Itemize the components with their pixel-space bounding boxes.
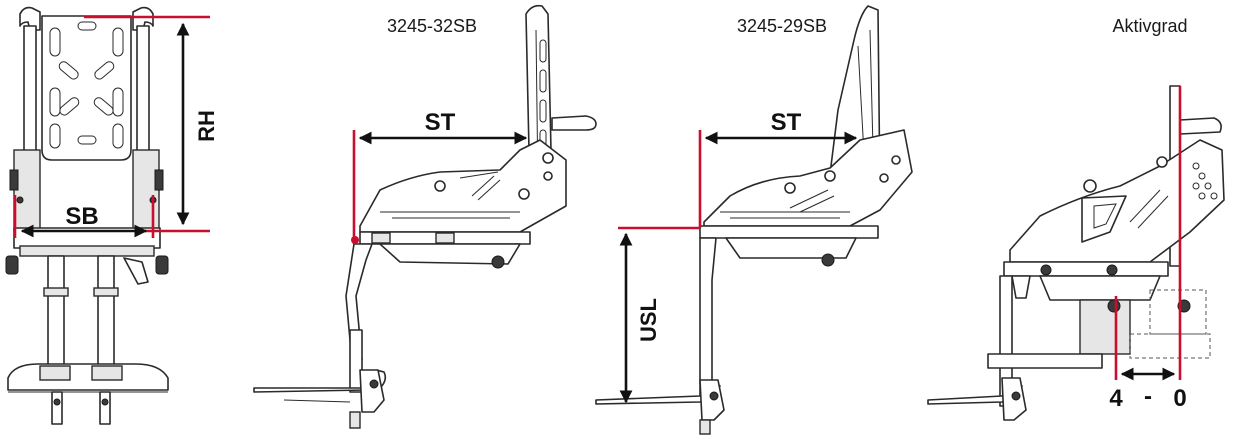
sb-label: SB [65,203,98,230]
caption-aktivgrad: Aktivgrad [1112,16,1187,36]
side-view-3245-29sb: 3245-29SB [595,5,913,435]
side-view-aktivgrad: Aktivgrad [927,16,1225,421]
caption-3245-29sb: 3245-29SB [737,16,827,36]
caption-3245-32sb: 3245-32SB [387,16,477,36]
aktiv-label-dash: - [1144,383,1152,410]
aktiv-label-4: 4 [1109,385,1123,412]
aktiv-label-0: 0 [1173,385,1186,412]
side-view-3245-32sb: 3245-32SB [253,4,597,429]
st-label-3245-32sb: ST [425,109,456,136]
rh-label: RH [194,110,219,142]
front-view: RH SB [5,6,219,425]
usl-label: USL [636,298,661,342]
st-label-3245-29sb: ST [771,109,802,136]
